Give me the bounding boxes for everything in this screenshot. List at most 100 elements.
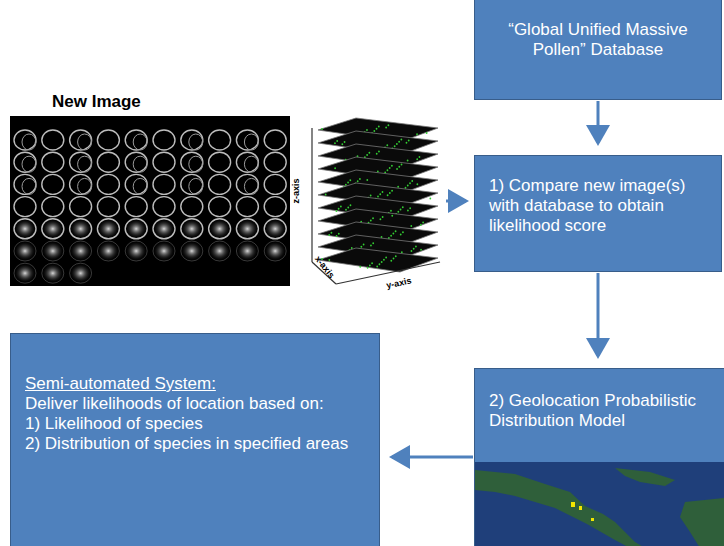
signal-dot [398, 166, 400, 168]
pollen-ring [181, 174, 203, 194]
signal-dot [391, 165, 393, 167]
signal-dot [385, 257, 387, 259]
signal-dot [416, 133, 418, 135]
signal-dot [407, 160, 409, 162]
pollen-ring [153, 152, 175, 172]
signal-dot [420, 224, 422, 226]
signal-dot [377, 196, 379, 198]
signal-dot [382, 216, 384, 218]
signal-dot [372, 242, 374, 244]
signal-dot [429, 198, 431, 200]
signal-dot [379, 193, 381, 195]
signal-dot [380, 218, 382, 220]
pollen-ring [97, 174, 119, 194]
signal-dot [328, 234, 330, 236]
pollen-ring [14, 197, 36, 217]
signal-dot [366, 154, 368, 156]
signal-dot [376, 128, 378, 130]
signal-dot [378, 126, 380, 128]
signal-dot [410, 225, 412, 227]
signal-dot [359, 178, 361, 180]
pollen-ring [189, 134, 203, 150]
pollen-ring [209, 219, 231, 239]
signal-dot [378, 151, 380, 153]
signal-dot [363, 244, 365, 246]
pollen-ring [125, 241, 147, 261]
signal-dot [391, 215, 393, 217]
box-text: “Global Unified Massive Pollen” Database [489, 20, 707, 60]
signal-dot [407, 210, 409, 212]
process-box: Semi-automated System:Deliver likelihood… [10, 333, 380, 546]
signal-dot [370, 195, 372, 197]
pollen-ring [133, 156, 147, 172]
signal-dot [350, 204, 352, 206]
pollen-ring [181, 241, 203, 261]
pollen-ring [264, 219, 286, 239]
signal-dot [422, 222, 424, 224]
pollen-ring [264, 130, 286, 150]
pollen-ring [70, 219, 92, 239]
signal-dot [334, 167, 336, 169]
pollen-ring [78, 178, 92, 194]
signal-dot [321, 128, 323, 130]
signal-dot [325, 194, 327, 196]
pollen-ring [244, 134, 258, 150]
signal-dot [390, 260, 392, 262]
pollen-ring [22, 156, 36, 172]
signal-dot [340, 206, 342, 208]
signal-dot [415, 246, 417, 248]
signal-dot [382, 191, 384, 193]
pollen-ring [42, 263, 64, 283]
pollen-ring [70, 152, 92, 172]
signal-dot [345, 184, 347, 186]
pollen-ring [153, 130, 175, 150]
flow-arrow [446, 200, 466, 203]
signal-dot [402, 231, 404, 233]
signal-dot [359, 266, 361, 268]
signal-dot [405, 187, 407, 189]
signal-dot [370, 220, 372, 222]
box-heading: Semi-automated System: [25, 374, 367, 394]
pollen-ring [70, 130, 92, 150]
flow-arrow [597, 273, 600, 356]
signal-dot [394, 145, 396, 147]
pollen-ring [209, 197, 231, 217]
pollen-ring [181, 197, 203, 217]
pollen-ring [125, 219, 147, 239]
signal-dot [376, 153, 378, 155]
signal-dot [416, 183, 418, 185]
slice-plane [318, 248, 438, 272]
signal-dot [407, 185, 409, 187]
signal-dot [396, 168, 398, 170]
pollen-ring [209, 241, 231, 261]
signal-dot [366, 179, 368, 181]
signal-dot [383, 259, 385, 261]
signal-dot [372, 217, 374, 219]
signal-dot [347, 207, 349, 209]
pollen-ring [209, 152, 231, 172]
pollen-ring [70, 241, 92, 261]
pollen-ring [244, 156, 258, 172]
signal-dot [395, 230, 397, 232]
signal-dot [400, 139, 402, 141]
signal-dot [338, 233, 340, 235]
signal-dot [395, 255, 397, 257]
signal-dot [389, 167, 391, 169]
axis-label: z-axis [291, 178, 301, 203]
box-text: 2) Geolocation Probabilistic Distributio… [489, 391, 713, 431]
pollen-ring [70, 174, 92, 194]
pollen-ring [264, 152, 286, 172]
signal-dot [344, 141, 346, 143]
pollen-ring [189, 178, 203, 194]
pollen-ring [236, 219, 258, 239]
pollen-ring [244, 178, 258, 194]
signal-dot [396, 143, 398, 145]
pollen-ring [236, 130, 258, 150]
process-box: “Global Unified Massive Pollen” Database [474, 0, 722, 100]
pollen-ring [42, 130, 64, 150]
pollen-ring [264, 197, 286, 217]
pollen-ring [14, 130, 36, 150]
signal-dot [377, 171, 379, 173]
signal-dot [416, 158, 418, 160]
pollen-ring [97, 130, 119, 150]
